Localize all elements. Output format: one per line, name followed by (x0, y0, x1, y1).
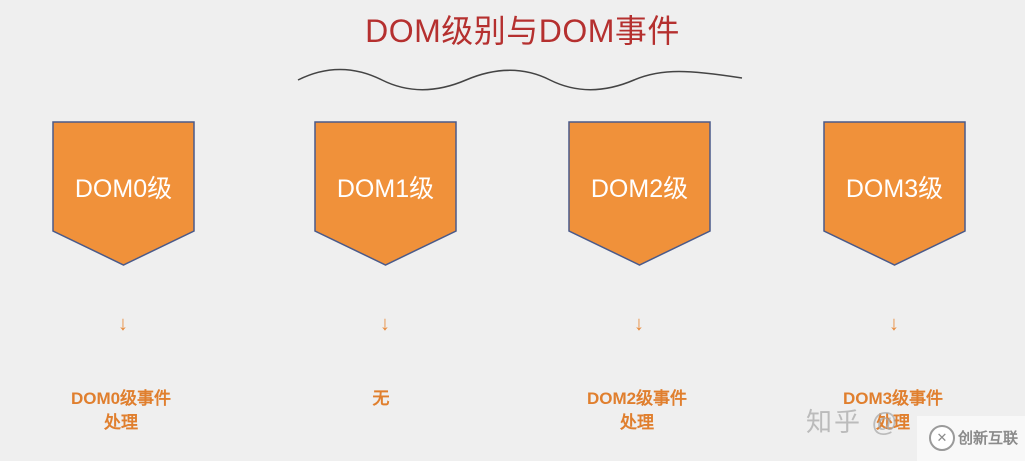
diagram-title: DOM级别与DOM事件 (365, 13, 680, 49)
badge-shape (52, 121, 195, 266)
down-arrow-icon: ↓ (634, 313, 644, 335)
badge-shape (314, 121, 457, 266)
level-description-dom3: DOM3级事件 处理 (793, 387, 993, 435)
wavy-divider (297, 68, 743, 91)
badge-label: DOM0级 (74, 175, 173, 203)
description-line: DOM2级事件 (586, 389, 688, 408)
level-badge-dom2: DOM2级 (568, 121, 711, 266)
badge-label: DOM3级 (845, 175, 944, 203)
brand-watermark-name: 创新互联 (958, 430, 1019, 447)
description-line: 处理 (620, 413, 654, 432)
level-badge-dom1: DOM1级 (314, 121, 457, 266)
badge-shape (568, 121, 711, 266)
description-line: 处理 (104, 413, 138, 432)
level-description-dom0: DOM0级事件 处理 (21, 387, 221, 435)
level-badge-dom3: DOM3级 (823, 121, 966, 266)
level-description-dom1: 无 (281, 387, 481, 411)
zhihu-watermark: 知乎 @ (806, 407, 900, 437)
down-arrow-icon: ↓ (380, 313, 390, 335)
description-line: 无 (372, 389, 390, 408)
down-arrow-icon: ↓ (118, 313, 128, 335)
badge-label: DOM1级 (336, 175, 435, 203)
description-line: DOM3级事件 (842, 389, 944, 408)
down-arrow-icon: ↓ (889, 313, 899, 335)
x-logo-icon: ✕ (929, 425, 955, 451)
badge-shape (823, 121, 966, 266)
description-line: 处理 (876, 413, 910, 432)
description-line: DOM0级事件 (70, 389, 172, 408)
badge-label: DOM2级 (590, 175, 689, 203)
level-description-dom2: DOM2级事件 处理 (537, 387, 737, 435)
level-badge-dom0: DOM0级 (52, 121, 195, 266)
